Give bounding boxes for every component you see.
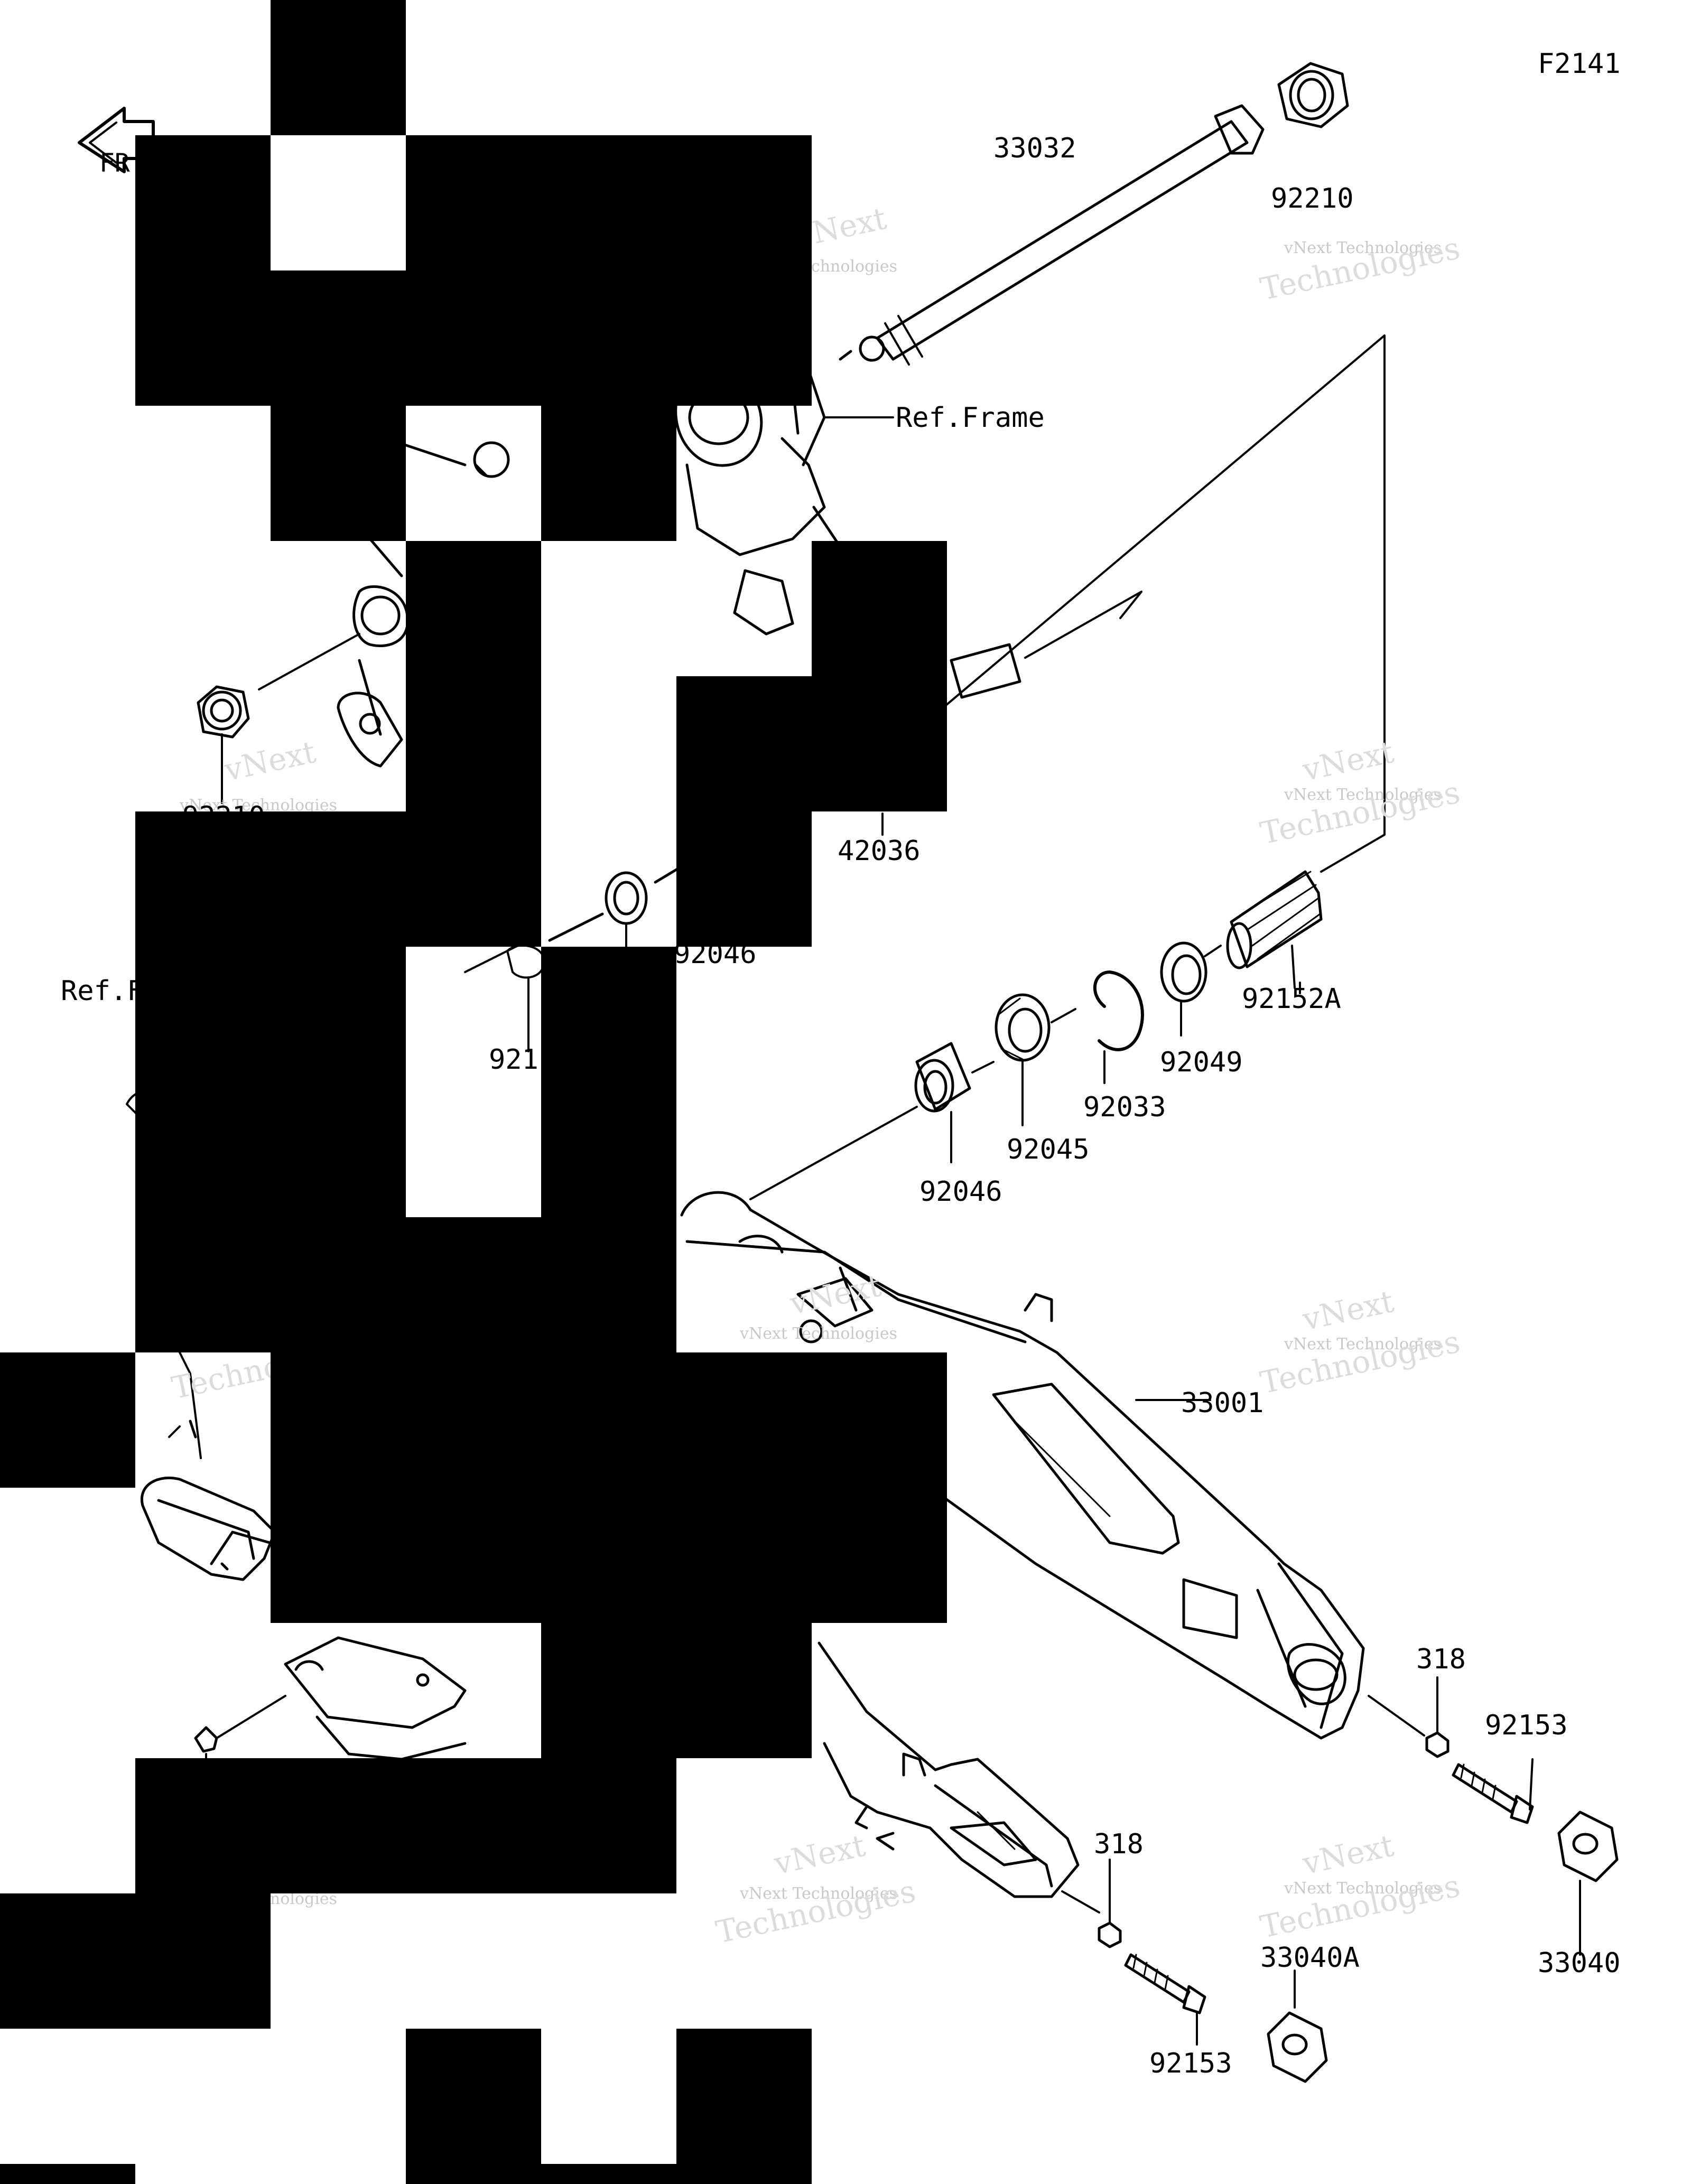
adjuster-block-33040A: [1267, 1970, 1328, 2083]
watermark: vNext Technologies: [180, 796, 338, 815]
bolt-92153-upper: [1452, 1758, 1534, 1824]
redaction-block: [0, 1352, 135, 1488]
redaction-block: [135, 811, 541, 947]
part-label-92049: 92049: [1160, 1047, 1243, 1078]
redaction-block: [0, 1893, 271, 2029]
redaction-block: [406, 1217, 541, 1623]
redaction-block: [135, 947, 406, 1352]
part-label-92045: 92045: [1007, 1134, 1090, 1165]
redaction-block: [676, 1352, 947, 1623]
redaction-block: [406, 2029, 541, 2184]
part-label-921: 921: [489, 1044, 538, 1076]
swingarm: [680, 1191, 1365, 1740]
ref-frame-label: Ref.Frame: [896, 402, 1045, 434]
redaction-block: [541, 2164, 676, 2184]
watermark: vNext Technologies: [1284, 786, 1442, 804]
seal-92049: [1160, 941, 1207, 1037]
swingarm-lower: [817, 1641, 1100, 1914]
redaction-block: [0, 2164, 135, 2184]
part-label-92152A: 92152A: [1242, 983, 1341, 1015]
ref-frame-left-label: Ref.F: [61, 975, 144, 1007]
part-label-318-upper: 318: [1416, 1644, 1466, 1675]
bolt-92153-lower: [1124, 1953, 1206, 2046]
part-label-92210: 92210: [1271, 183, 1354, 214]
adjuster-block-33040: [1557, 1810, 1619, 1956]
redaction-block: [676, 2029, 812, 2184]
part-label-33032: 33032: [993, 133, 1076, 164]
seal-92046-upper: [548, 865, 683, 952]
frame-left: [337, 441, 510, 768]
redaction-block: [271, 0, 406, 135]
part-label-92033: 92033: [1083, 1091, 1166, 1123]
redaction-block: [135, 270, 812, 406]
part-label-42036: 42036: [838, 835, 921, 867]
redaction-block: [406, 541, 541, 811]
part-label-318-lower: 318: [1094, 1828, 1144, 1860]
redaction-block: [406, 135, 812, 270]
part-label-92046: 92046: [919, 1176, 1002, 1208]
redaction-block: [541, 1623, 812, 1758]
dust-seal-92152A: [1204, 870, 1323, 994]
redaction-block: [271, 1352, 406, 1623]
watermark: vNext Technologies: [1284, 239, 1442, 257]
part-label-33001: 33001: [1181, 1387, 1264, 1419]
nut-318-lower: [1098, 1859, 1122, 1948]
watermark: vNext Technologies: [740, 1324, 898, 1343]
redaction-block: [135, 135, 271, 270]
part-label-92153-upper: 92153: [1485, 1710, 1568, 1741]
explode-outline: [860, 334, 1386, 873]
watermark: vNext Technologies: [1284, 1335, 1442, 1354]
circlip-92033: [1093, 970, 1144, 1084]
redaction-block: [271, 406, 406, 541]
part-label-33040: 33040: [1538, 1947, 1621, 1979]
figure-code: F2141: [1538, 48, 1621, 80]
nut-92210-top: [1277, 62, 1349, 128]
part-label-92153-lower: 92153: [1149, 2048, 1232, 2079]
redaction-block: [135, 1758, 676, 1893]
part-label-33040A: 33040A: [1260, 1942, 1360, 1974]
nut-92210-left: [197, 633, 360, 804]
watermark: vNext Technologies: [1284, 1879, 1442, 1898]
watermark: vNext Technologies: [740, 1884, 898, 1903]
redaction-block: [676, 676, 812, 947]
redaction-block: [812, 541, 947, 811]
bearing-92045: [995, 993, 1076, 1126]
needle-bearing-92046: [749, 1042, 995, 1200]
redaction-block: [541, 947, 676, 1623]
nut-318-upper: [1368, 1676, 1450, 1758]
front-label: FR: [99, 148, 130, 178]
redaction-block: [541, 406, 676, 541]
pivot-shaft: [839, 104, 1265, 366]
